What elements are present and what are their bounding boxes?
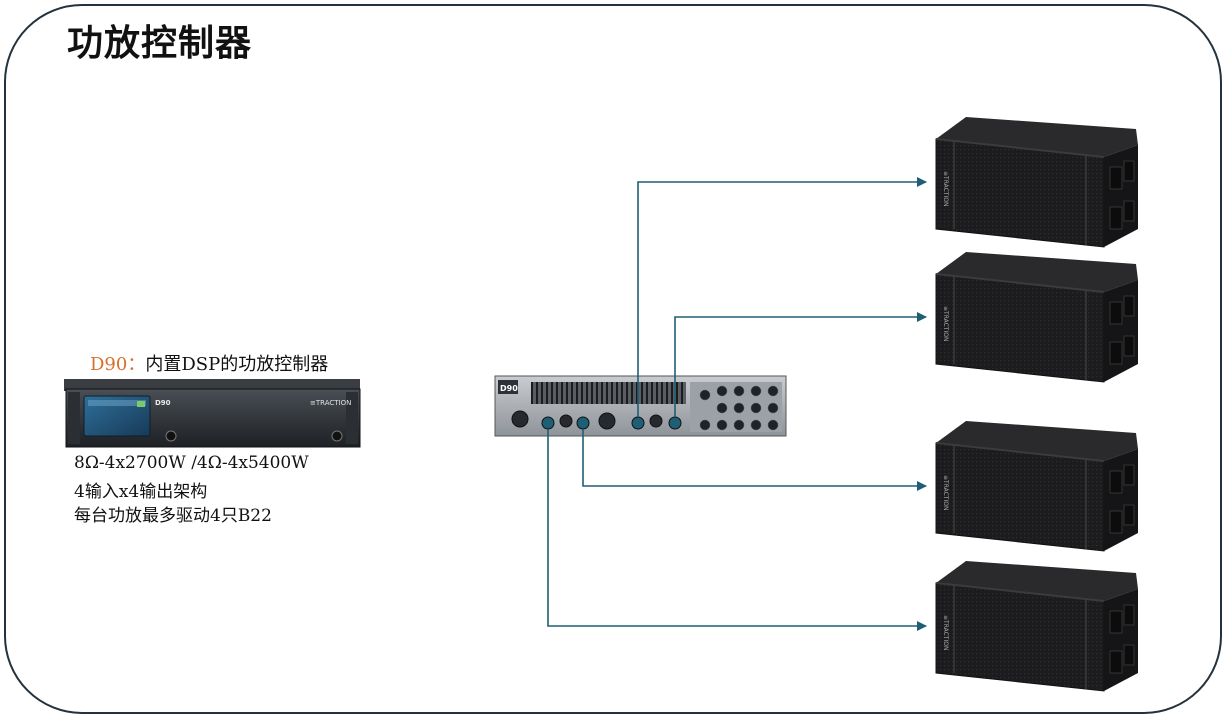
- slide-frame: [4, 4, 1222, 714]
- connector-to-speaker-2: [674, 312, 927, 417]
- amp-rear-xlr-12: [733, 419, 745, 431]
- amp-rear-xlr-7: [733, 402, 745, 414]
- connector-to-speaker-1: [637, 177, 927, 417]
- page-title: 功放控制器: [67, 23, 253, 64]
- speaker-1-brand: ≡TRACTION: [942, 171, 949, 206]
- amp-rear-logo-bg: [498, 380, 518, 394]
- amp-rear-output-6: [649, 414, 663, 428]
- amp-rear-xlr-2: [716, 385, 728, 397]
- spec-line-io: 4输入x4输出架构: [74, 482, 208, 502]
- amp-display-bar: [88, 400, 146, 406]
- amp-caption-model: D90：: [90, 354, 146, 375]
- speaker-4-brand: ≡TRACTION: [942, 615, 949, 650]
- spec-line-drive: 每台功放最多驱动4只B22: [74, 506, 272, 526]
- amp-rear-xlr-8: [750, 402, 762, 414]
- amp-rear-xlr-14: [767, 419, 779, 431]
- speaker-cabinet-2: ≡TRACTION: [935, 251, 1139, 383]
- connections: [547, 177, 927, 631]
- amp-rear-xlr-11: [716, 419, 728, 431]
- amp-rear-xlr-4: [750, 385, 762, 397]
- speaker-3-brand: ≡TRACTION: [942, 475, 949, 510]
- amp-front-rack-ear-left: [68, 392, 80, 444]
- amp-rear-output-3: [576, 416, 590, 430]
- amp-front-rack-ear-right: [346, 392, 358, 444]
- amp-rear-output-7: [668, 416, 682, 430]
- amp-rear-output-1: [541, 416, 555, 430]
- amp-rear-xlr-1: [699, 389, 711, 401]
- spec-line-power: 8Ω-4x2700W /4Ω-4x5400W: [74, 453, 309, 473]
- amp-front-model: D90: [155, 399, 171, 407]
- amp-rear-xlr-6: [716, 402, 728, 414]
- amp-rear-output-2: [559, 414, 573, 428]
- amp-front-top: [64, 379, 360, 391]
- connector-to-speaker-4: [547, 429, 927, 631]
- amp-power-knob: [165, 430, 177, 442]
- speaker-cabinet-1: ≡TRACTION: [935, 116, 1139, 248]
- speaker-2-brand: ≡TRACTION: [942, 306, 949, 341]
- amp-rear-xlr-9: [767, 402, 779, 414]
- amp-rear-output-4: [598, 412, 616, 430]
- speaker-cabinet-4: ≡TRACTION: [935, 560, 1139, 692]
- amp-front-panel: D90 ≡TRACTION: [64, 379, 361, 448]
- amp-rear-output-5: [631, 416, 645, 430]
- amp-volume-knob: [331, 430, 343, 442]
- connector-to-speaker-3: [582, 429, 927, 491]
- amp-rear-model: D90: [500, 384, 518, 393]
- amp-status-led: [137, 401, 145, 407]
- amp-caption: D90：内置DSP的功放控制器: [90, 350, 328, 376]
- amp-rear-xlr-13: [750, 419, 762, 431]
- amp-rear-xlr-3: [733, 385, 745, 397]
- amp-rear-vents: [531, 382, 686, 404]
- amp-caption-description: 内置DSP的功放控制器: [145, 354, 329, 375]
- amp-rear-xlr-5: [767, 385, 779, 397]
- amp-rear-powercon: [511, 410, 529, 428]
- amp-rear-xlr-10: [699, 419, 711, 431]
- speaker-cabinet-3: ≡TRACTION: [935, 420, 1139, 552]
- amp-front-brand: ≡TRACTION: [310, 399, 351, 407]
- amp-rear-panel: D90: [494, 375, 787, 437]
